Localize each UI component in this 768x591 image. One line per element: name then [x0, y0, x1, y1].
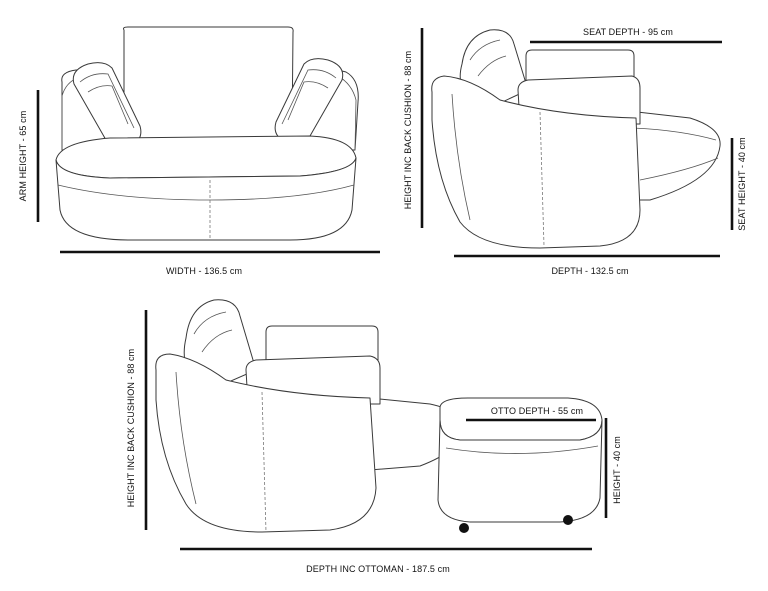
ottoman-body: [437, 419, 603, 523]
ottoman-left-wheel: [459, 523, 469, 533]
front-back-cushion: [123, 26, 294, 139]
front-width-label: WIDTH - 136.5 cm: [166, 266, 242, 276]
ottoman-total-depth-label: DEPTH INC OTTOMAN - 187.5 cm: [306, 564, 450, 574]
front-view-chair: [55, 26, 359, 241]
otto-depth-label: OTTO DEPTH - 55 cm: [491, 406, 583, 416]
ottoman-view-shell: [155, 353, 377, 533]
front-base: [55, 157, 357, 241]
side-depth-label: DEPTH - 132.5 cm: [551, 266, 628, 276]
ottoman-back-height-label: HEIGHT INC BACK CUSHION - 88 cm: [126, 349, 136, 507]
side-seat-front: [619, 109, 721, 201]
front-seat-top: [55, 135, 357, 179]
ottoman-right-wheel: [563, 515, 573, 525]
side-shell: [431, 75, 641, 249]
ottoman-height-label: HEIGHT - 40 cm: [612, 436, 622, 504]
side-view-chair: [431, 29, 721, 249]
ottoman-view-chair: [155, 299, 603, 533]
ottoman-view-seat-cushion: [265, 325, 379, 363]
side-back-height-label: HEIGHT INC BACK CUSHION - 88 cm: [403, 51, 413, 209]
side-seat-depth-label: SEAT DEPTH - 95 cm: [583, 27, 673, 37]
front-arm-height-label: ARM HEIGHT - 65 cm: [18, 111, 28, 202]
side-seat-height-label: SEAT HEIGHT - 40 cm: [737, 137, 747, 230]
